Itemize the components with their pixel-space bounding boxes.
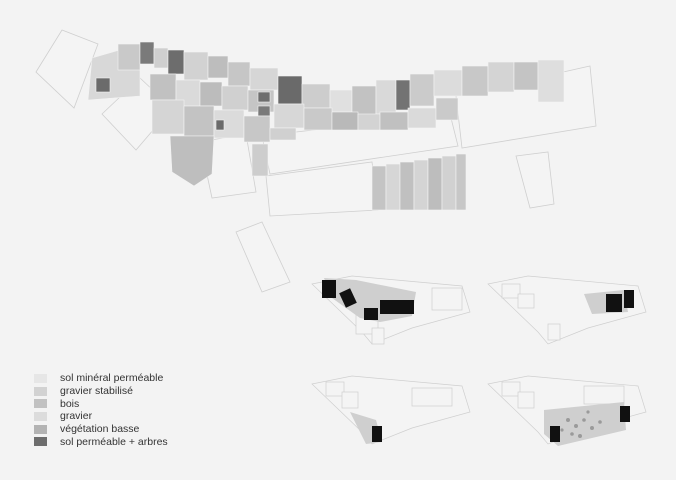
small-plan-2	[487, 275, 647, 345]
legend-swatch-gravier-stabilise	[34, 386, 47, 396]
legend-label: gravier	[60, 410, 93, 423]
legend-swatch-sol-permeable-arbres	[34, 437, 47, 447]
ground-cover-patches	[87, 41, 565, 187]
legend-item: sol perméable + arbres	[34, 435, 168, 448]
building-outline	[235, 221, 291, 293]
legend-item: bois	[34, 397, 168, 410]
legend-item: gravier	[34, 410, 168, 423]
legend-item: gravier stabilisé	[34, 385, 168, 398]
legend-item: sol minéral perméable	[34, 372, 168, 385]
legend-item: végétation basse	[34, 423, 168, 436]
small-plan-3	[311, 375, 471, 445]
legend-label: sol perméable + arbres	[60, 435, 168, 448]
map-legend: sol minéral perméable gravier stabilisé …	[34, 372, 168, 448]
legend-swatch-gravier	[34, 411, 47, 421]
small-plan-1	[311, 275, 471, 345]
building-outline	[515, 151, 555, 209]
legend-swatch-bois	[34, 399, 47, 409]
small-plan-4	[487, 375, 647, 446]
legend-label: bois	[60, 397, 80, 410]
legend-label: sol minéral perméable	[60, 372, 164, 385]
legend-swatch-sol-mineral	[34, 373, 47, 383]
building-outline	[35, 29, 99, 109]
striped-field	[371, 153, 467, 211]
legend-label: végétation basse	[60, 423, 140, 436]
legend-label: gravier stabilisé	[60, 385, 133, 398]
legend-swatch-vegetation-basse	[34, 424, 47, 434]
